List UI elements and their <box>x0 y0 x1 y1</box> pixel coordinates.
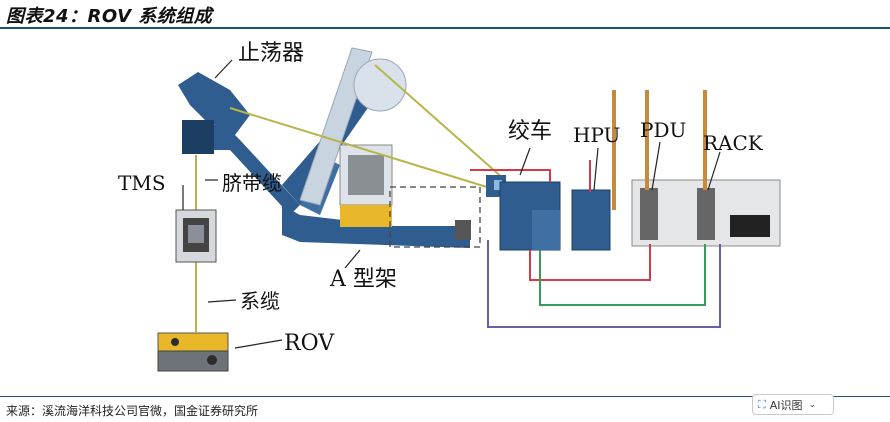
label-hpu: HPU <box>573 123 620 147</box>
connection-lines <box>470 160 721 328</box>
hpu-unit <box>571 90 616 251</box>
label-umbilical: 脐带缆 <box>222 171 282 195</box>
chevron-down-icon: ⌄ <box>808 399 817 410</box>
label-stopper: 止荡器 <box>238 41 304 66</box>
label-rov: ROV <box>284 331 335 356</box>
label-winch: 绞车 <box>508 119 552 144</box>
crane-boom <box>299 47 407 227</box>
dashed-lines <box>389 186 481 248</box>
rov-vehicle <box>157 332 229 372</box>
label-pdu: PDU <box>640 118 686 142</box>
label-rack: RACK <box>703 131 764 155</box>
tms-unit <box>175 209 217 263</box>
rov-system-diagram: 止荡器 TMS 脐带缆 系缆 ROV A 型架 绞车 HPU PDU RACK <box>118 41 781 372</box>
title-divider <box>0 27 890 29</box>
label-a-frame: A 型架 <box>329 267 397 292</box>
pdu-rack-cabinet <box>631 90 781 247</box>
page-title: 图表24：ROV 系统组成 <box>6 6 213 27</box>
ai-recognize-button[interactable]: ⛶ AI识图 ⌄ <box>752 394 834 415</box>
winch-unit <box>486 175 561 251</box>
source-divider <box>0 396 890 397</box>
stopper-davit <box>178 72 300 215</box>
label-pointers <box>182 59 721 349</box>
source-note: 来源：溪流海洋科技公司官微，国金证券研究所 <box>6 404 259 418</box>
ai-recognize-label: AI识图 <box>769 398 803 412</box>
cable-lines <box>195 64 506 332</box>
label-tms: TMS <box>118 171 166 195</box>
ai-scan-icon: ⛶ <box>758 397 766 411</box>
label-tether: 系缆 <box>240 289 280 313</box>
